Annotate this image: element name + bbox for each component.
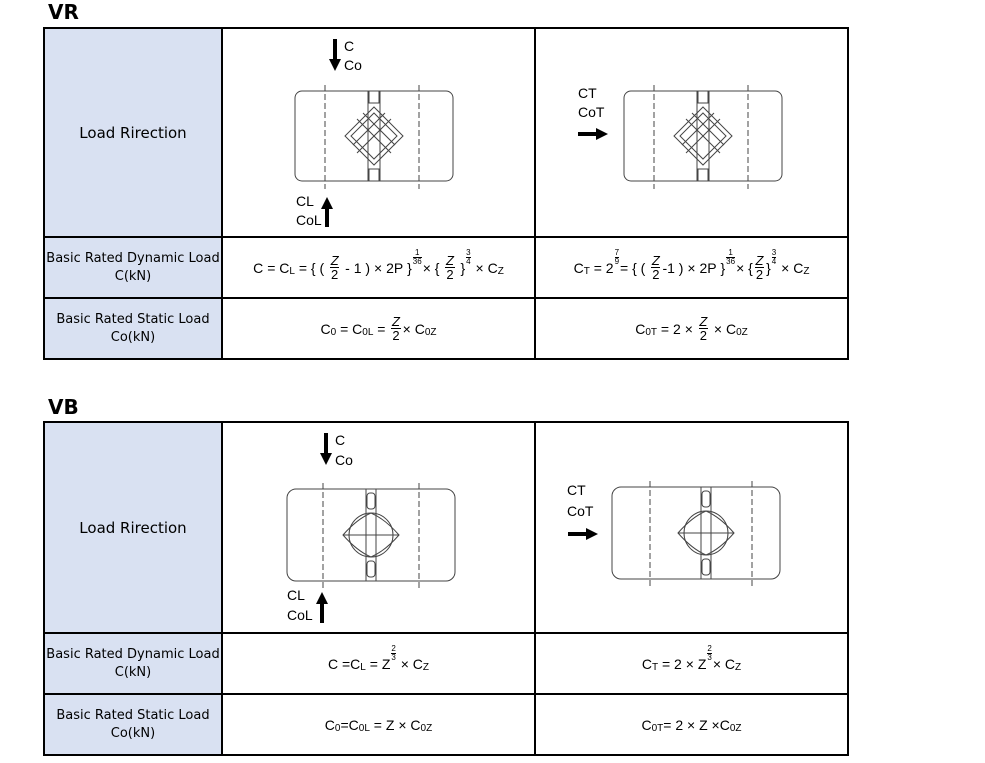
vr-label-ct: CT: [578, 85, 597, 101]
vb-spec-table: Load Rirection C Co CL CoL: [43, 421, 849, 756]
section-title-vr: VR: [48, 0, 79, 24]
vb-label-cot: CoT: [567, 503, 594, 519]
up-arrow-icon: [316, 592, 328, 623]
vr-label-cl: CL: [296, 193, 314, 209]
vb-load-direction-label: Load Rirection: [43, 421, 223, 634]
vr-label-c: C: [344, 38, 355, 54]
vr-spec-table: Load Rirection C Co CL: [43, 27, 849, 360]
vr-radial-load-diagram: CT CoT: [534, 27, 849, 238]
right-arrow-icon: [568, 528, 598, 540]
down-arrow-icon: [329, 39, 341, 71]
vr-label-c0: Co: [344, 57, 362, 73]
vb-label-cl: CL: [287, 587, 305, 603]
down-arrow-icon: [320, 433, 332, 465]
vb-static-load-label: Basic Rated Static Load Co(kN): [43, 693, 223, 756]
vb-label-ct: CT: [567, 482, 586, 498]
up-arrow-icon: [321, 197, 333, 227]
vr-dynamic-load-label: Basic Rated Dynamic Load C(kN): [43, 236, 223, 299]
vr-radial-bearing-drawing: [578, 85, 783, 189]
vb-dynamic-load-label: Basic Rated Dynamic Load C(kN): [43, 632, 223, 695]
vb-label-c0: Co: [335, 452, 353, 468]
vb-radial-load-diagram: CT CoT: [534, 421, 849, 634]
vr-load-direction-label: Load Rirection: [43, 27, 223, 238]
vb-radial-bearing-drawing: [568, 481, 781, 587]
vr-label-col: CoL: [296, 212, 322, 228]
vr-axial-bearing-drawing: [294, 39, 454, 227]
vr-axial-load-diagram: C Co CL CoL: [221, 27, 536, 238]
vb-label-c: C: [335, 432, 346, 448]
vr-label-cot: CoT: [578, 104, 605, 120]
right-arrow-icon: [578, 128, 608, 140]
vr-static-load-label: Basic Rated Static Load Co(kN): [43, 297, 223, 360]
section-title-vb: VB: [48, 395, 79, 419]
vb-axial-load-diagram: C Co CL CoL: [221, 421, 536, 634]
vb-label-col: CoL: [287, 607, 313, 623]
vb-axial-bearing-drawing: [286, 433, 456, 623]
